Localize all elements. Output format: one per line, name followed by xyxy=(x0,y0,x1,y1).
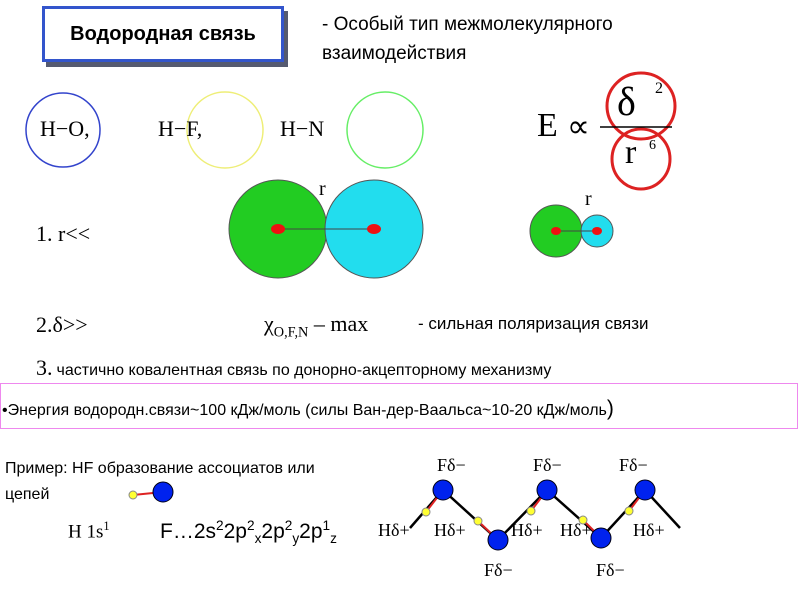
formula-proportional: ∝ xyxy=(567,108,590,144)
f-config-py-exp: 2 xyxy=(284,518,293,533)
energy-line: •Энергия водородн.связи~100 кДж/моль (си… xyxy=(2,397,614,421)
h-config: H 1s1 xyxy=(68,519,110,543)
r6-highlight-circle xyxy=(610,127,672,191)
circle-h-o xyxy=(25,92,101,168)
chain-h-atom xyxy=(526,506,536,516)
hf-f-atom xyxy=(152,481,174,503)
h-config-exp: 1 xyxy=(103,519,110,533)
point-3: 3. частично ковалентная связь по донорно… xyxy=(36,355,551,381)
point-3-number: 3. xyxy=(36,355,53,380)
page-title: Водородная связь xyxy=(70,22,256,45)
chain-h-atom xyxy=(578,515,588,525)
chain-label-f-minus: Fδ− xyxy=(533,455,562,475)
chain-label-f-minus: Fδ− xyxy=(596,560,625,580)
chain-label-f-minus: Fδ− xyxy=(484,560,513,580)
energy-bullet: • xyxy=(2,402,8,419)
chi-max-text: – max xyxy=(308,311,369,336)
chain-label-f-minus: Fδ− xyxy=(619,455,648,475)
chain-label-h-plus: Hδ+ xyxy=(633,520,665,540)
h-config-text: H 1s xyxy=(68,521,104,543)
point-2: 2.δ>> xyxy=(36,312,88,337)
example-line-2: цепей xyxy=(5,486,50,503)
f-config-py-sub: y xyxy=(292,531,300,547)
chain-h-atom xyxy=(473,516,483,526)
point-3-text: частично ковалентная связь по донорно-ак… xyxy=(56,362,552,379)
energy-close-paren: ) xyxy=(606,397,614,420)
energy-text: Энергия водородн.связи~100 кДж/моль (сил… xyxy=(7,402,607,419)
small-nucleus-right xyxy=(592,227,602,235)
definition-line-2: взаимодействия xyxy=(322,43,467,64)
formula-r: r xyxy=(625,134,637,171)
chain-h-atom xyxy=(421,507,431,517)
large-nucleus-left xyxy=(271,224,285,234)
f-config-pz-sub: z xyxy=(330,531,337,547)
formula-e: E xyxy=(537,107,558,144)
definition: - Особый тип межмолекулярного взаимодейс… xyxy=(322,10,613,68)
title-box: Водородная связь xyxy=(42,6,284,62)
formula-delta: δ xyxy=(617,79,636,124)
distance-label-small: r xyxy=(585,188,592,210)
circle-h-f xyxy=(186,91,264,169)
f-config: F…2s22p2x2p2y2p1z xyxy=(160,518,337,546)
chi-symbol: χ xyxy=(264,311,274,336)
small-nucleus-left xyxy=(551,227,561,235)
chain-f-atom xyxy=(590,527,612,549)
polarization-note: - сильная поляризация связи xyxy=(418,314,649,333)
chain-label-h-plus: Hδ+ xyxy=(434,520,466,540)
definition-line-1: - Особый тип межмолекулярного xyxy=(322,14,613,35)
chain-label-f-minus: Fδ− xyxy=(437,455,466,475)
chain-label-h-plus: Hδ+ xyxy=(378,520,410,540)
circle-h-n xyxy=(346,91,424,169)
f-config-p: 2p xyxy=(223,520,247,543)
chain-label-h-plus: Hδ+ xyxy=(560,520,592,540)
f-config-p: 2p xyxy=(299,520,323,543)
example-line-1: Пример: HF образование ассоциатов или xyxy=(5,460,315,477)
f-config-prefix: F…2s xyxy=(160,520,217,543)
chain-f-atom xyxy=(432,479,454,501)
distance-label-large: r xyxy=(319,178,326,200)
chain-label-h-plus: Hδ+ xyxy=(511,520,543,540)
large-nucleus-right xyxy=(367,224,381,234)
bond-label-h-n: H−N xyxy=(280,116,325,141)
bond-label-h-o: H−O, xyxy=(40,116,90,141)
f-config-pz-exp: 1 xyxy=(322,518,331,533)
delta-highlight-circle xyxy=(605,71,677,141)
chain-f-atom xyxy=(634,479,656,501)
f-config-px-exp: 2 xyxy=(246,518,255,533)
bond-label-h-f: H−F, xyxy=(158,116,203,141)
point-1: 1. r<< xyxy=(36,221,91,246)
formula-r-exponent: 6 xyxy=(649,138,656,153)
hf-h-atom xyxy=(128,490,138,500)
chain-f-atom xyxy=(487,529,509,551)
chi-subscript: O,F,N xyxy=(273,324,309,341)
example-text: Пример: HF образование ассоциатов или це… xyxy=(5,456,315,508)
chain-f-atom xyxy=(536,479,558,501)
energy-box xyxy=(0,383,798,429)
chain-h-atom xyxy=(624,506,634,516)
f-config-p: 2p xyxy=(261,520,285,543)
formula-delta-exponent: 2 xyxy=(655,80,663,97)
f-config-px-sub: x xyxy=(254,531,262,547)
chi-max: χO,F,N – max xyxy=(264,311,368,341)
f-config-s-exp: 2 xyxy=(216,518,224,533)
